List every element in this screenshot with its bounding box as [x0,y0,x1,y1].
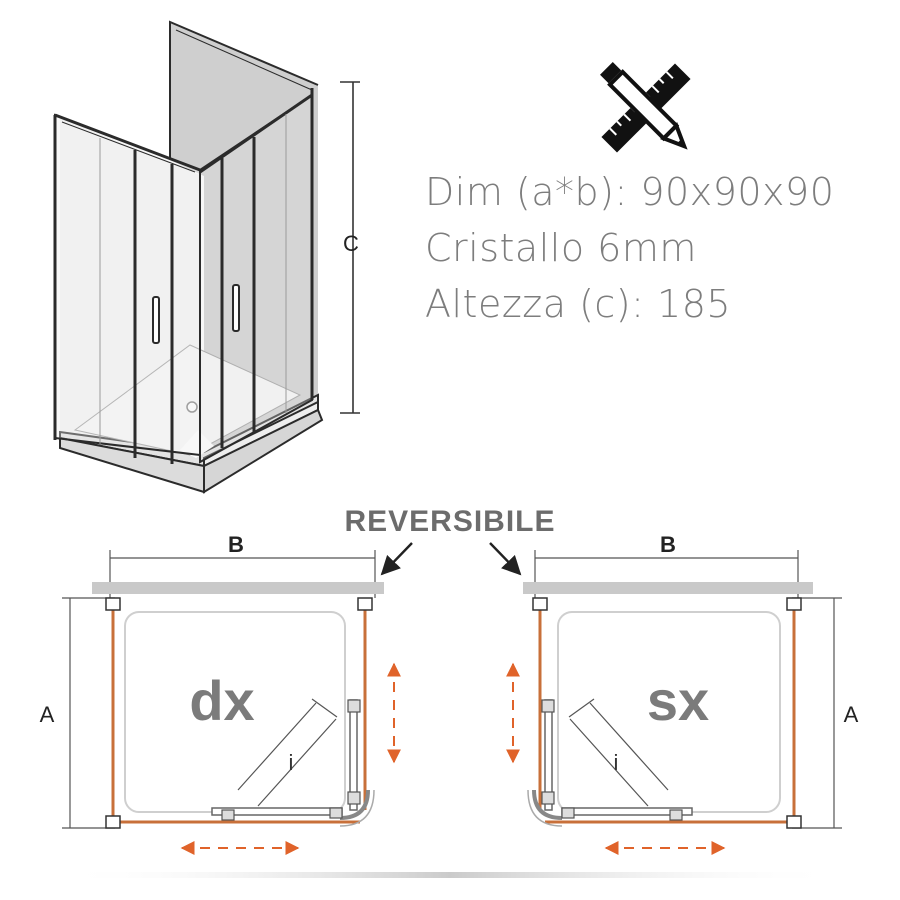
width-b-right-label: B [660,532,676,557]
depth-a-left-label: A [40,702,55,727]
entry-right-label: i [614,750,619,775]
floor-shadow [60,872,840,878]
version-sx-label: sx [647,669,709,732]
plan-dx [62,550,401,855]
shower-enclosure-3d [53,20,324,494]
reversible-arrow-left [380,542,413,576]
width-b-left-label: B [228,532,244,557]
entry-left-label: i [289,750,294,775]
height-c-label: C [343,231,359,256]
spec-glass-thickness: Cristallo 6mm [425,226,697,270]
version-dx-label: dx [189,669,254,732]
pencil-ruler-icon [600,62,691,153]
height-dimension [340,81,360,414]
spec-dimensions: Dim (a*b): 90x90x90 [425,170,835,214]
reversible-arrow-right [489,542,522,576]
spec-height: Altezza (c): 185 [425,282,732,326]
depth-a-right-label: A [844,702,859,727]
reversible-label: REVERSIBILE [344,505,555,538]
plan-sx [506,550,842,855]
